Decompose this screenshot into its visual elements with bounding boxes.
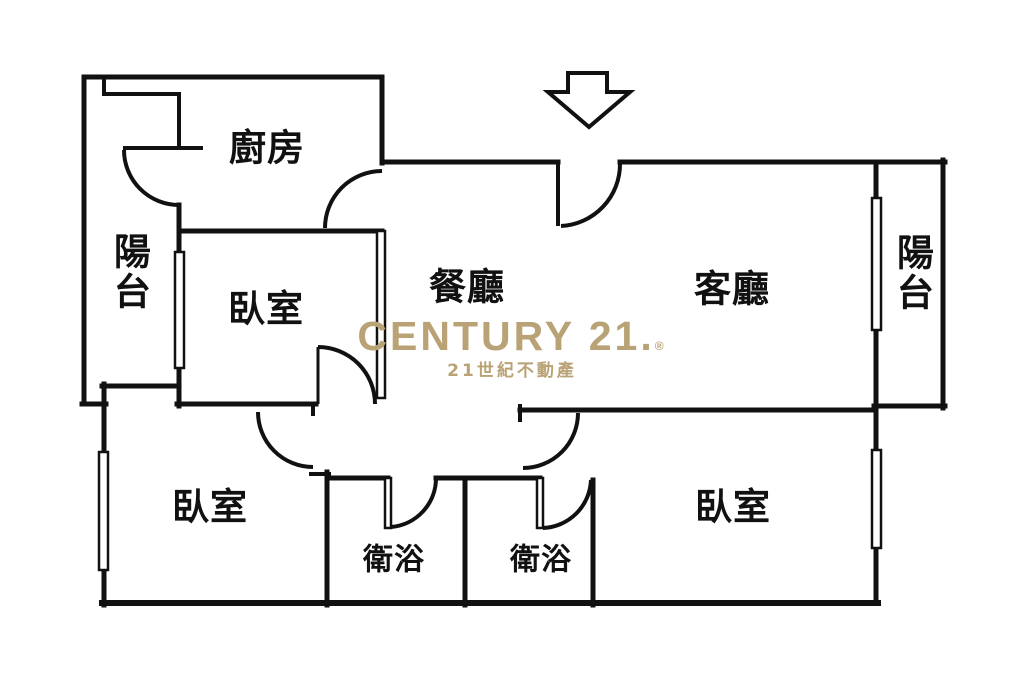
window — [870, 196, 883, 332]
door-arc — [256, 411, 314, 469]
century21-logo-text: CENTURY 21.® — [357, 316, 666, 357]
window — [97, 450, 110, 572]
registered-mark-icon: ® — [654, 339, 667, 353]
century21-watermark: CENTURY 21.® 21世紀不動產 — [357, 316, 666, 380]
room-label-living-room: 客廳 — [694, 267, 770, 311]
door-arc — [390, 477, 439, 529]
room-label-bathroom-right: 衛浴 — [510, 542, 572, 578]
room-label-balcony-left: 陽台 — [107, 232, 151, 312]
windows — [97, 196, 883, 572]
room-label-balcony-right: 陽台 — [890, 233, 934, 313]
room-label-bedroom-left: 臥室 — [172, 485, 248, 529]
entrance-arrow-icon — [542, 71, 636, 130]
room-label-dining-room: 餐廳 — [429, 265, 505, 309]
doors — [122, 146, 623, 530]
brand-text: CENTURY 21. — [357, 313, 655, 359]
century21-tagline: 21世紀不動產 — [447, 361, 577, 381]
room-label-bathroom-left: 衛浴 — [363, 542, 425, 578]
door-arc — [542, 479, 593, 530]
walls — [79, 74, 948, 608]
door-arc — [522, 412, 580, 470]
door-arc — [317, 345, 377, 405]
room-label-bedroom-top: 臥室 — [228, 287, 304, 331]
door-arc — [560, 163, 623, 228]
door-arc — [122, 149, 180, 207]
room-label-kitchen: 廚房 — [229, 126, 305, 170]
window — [173, 250, 186, 370]
door-leaf — [383, 476, 393, 530]
room-label-bedroom-right: 臥室 — [695, 485, 771, 529]
door-leaf — [535, 476, 545, 530]
door-arc — [323, 169, 383, 229]
window — [870, 448, 883, 550]
hollow-wall — [375, 229, 387, 400]
